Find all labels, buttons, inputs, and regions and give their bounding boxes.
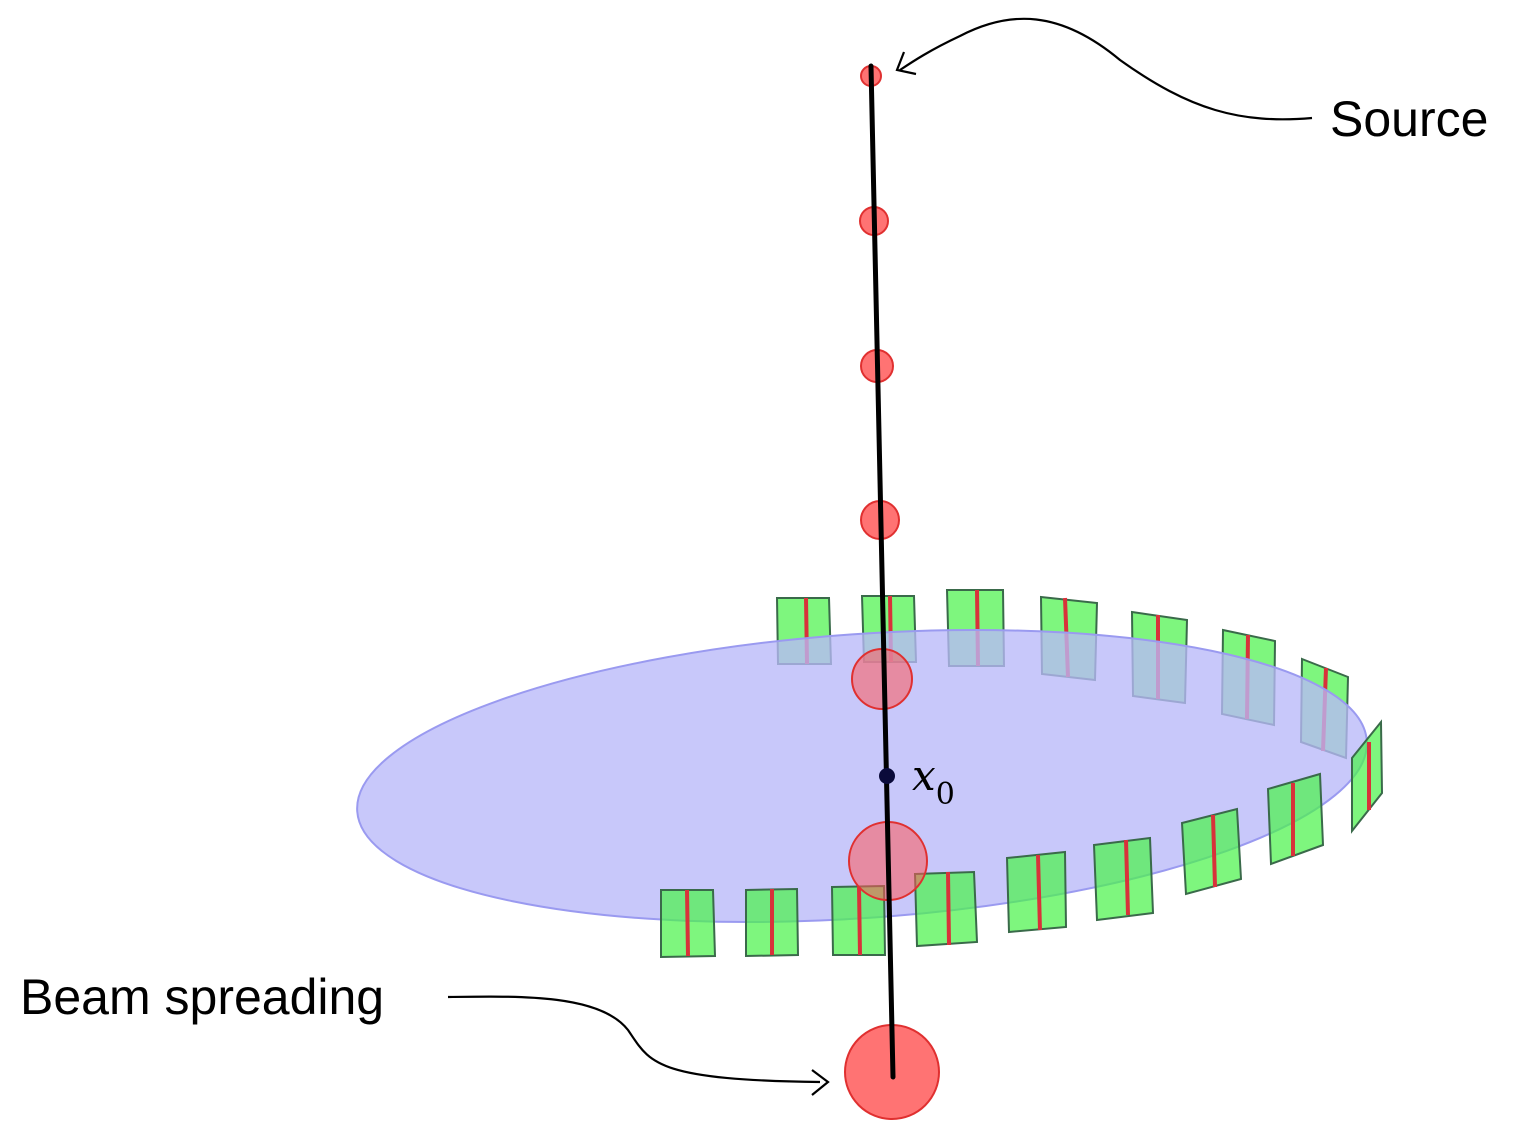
point-x0-label: x0 <box>912 751 955 812</box>
curved-arrow-icon <box>899 17 1313 121</box>
arrowhead-icon <box>895 51 917 76</box>
detector-panel <box>1092 836 1155 922</box>
beam-spreading-annotation: Beam spreading <box>20 969 830 1096</box>
detector-panel <box>1005 850 1068 934</box>
beam-spreading-label: Beam spreading <box>20 969 384 1025</box>
front-detector-ring <box>660 719 1384 959</box>
curved-arrow-icon <box>447 995 821 1084</box>
arrowhead-icon <box>811 1069 830 1096</box>
point-x0-symbol: x <box>912 751 936 800</box>
detector-strip <box>857 886 862 956</box>
point-x0-subscript: 0 <box>936 777 955 812</box>
detector-face <box>913 870 979 948</box>
detector-face <box>1180 807 1243 896</box>
detector-face <box>1092 836 1155 922</box>
source-annotation: Source <box>895 17 1488 147</box>
detector-face <box>1266 772 1325 866</box>
detector-strip <box>1036 854 1042 931</box>
beam-line <box>868 63 896 1080</box>
detector-strip <box>1124 839 1130 916</box>
detector-panel <box>1351 719 1384 834</box>
detector-panel <box>745 887 800 958</box>
source-label: Source <box>1330 91 1488 147</box>
detector-face <box>1005 850 1068 934</box>
detector-strip <box>1211 814 1217 888</box>
detector-strip <box>946 871 951 946</box>
point-x0-marker <box>879 768 895 784</box>
detector-panel <box>913 870 979 948</box>
detector-panel <box>1180 807 1243 896</box>
detector-panel <box>1266 772 1325 866</box>
detector-strip <box>685 889 690 957</box>
detector-panel <box>660 889 717 959</box>
